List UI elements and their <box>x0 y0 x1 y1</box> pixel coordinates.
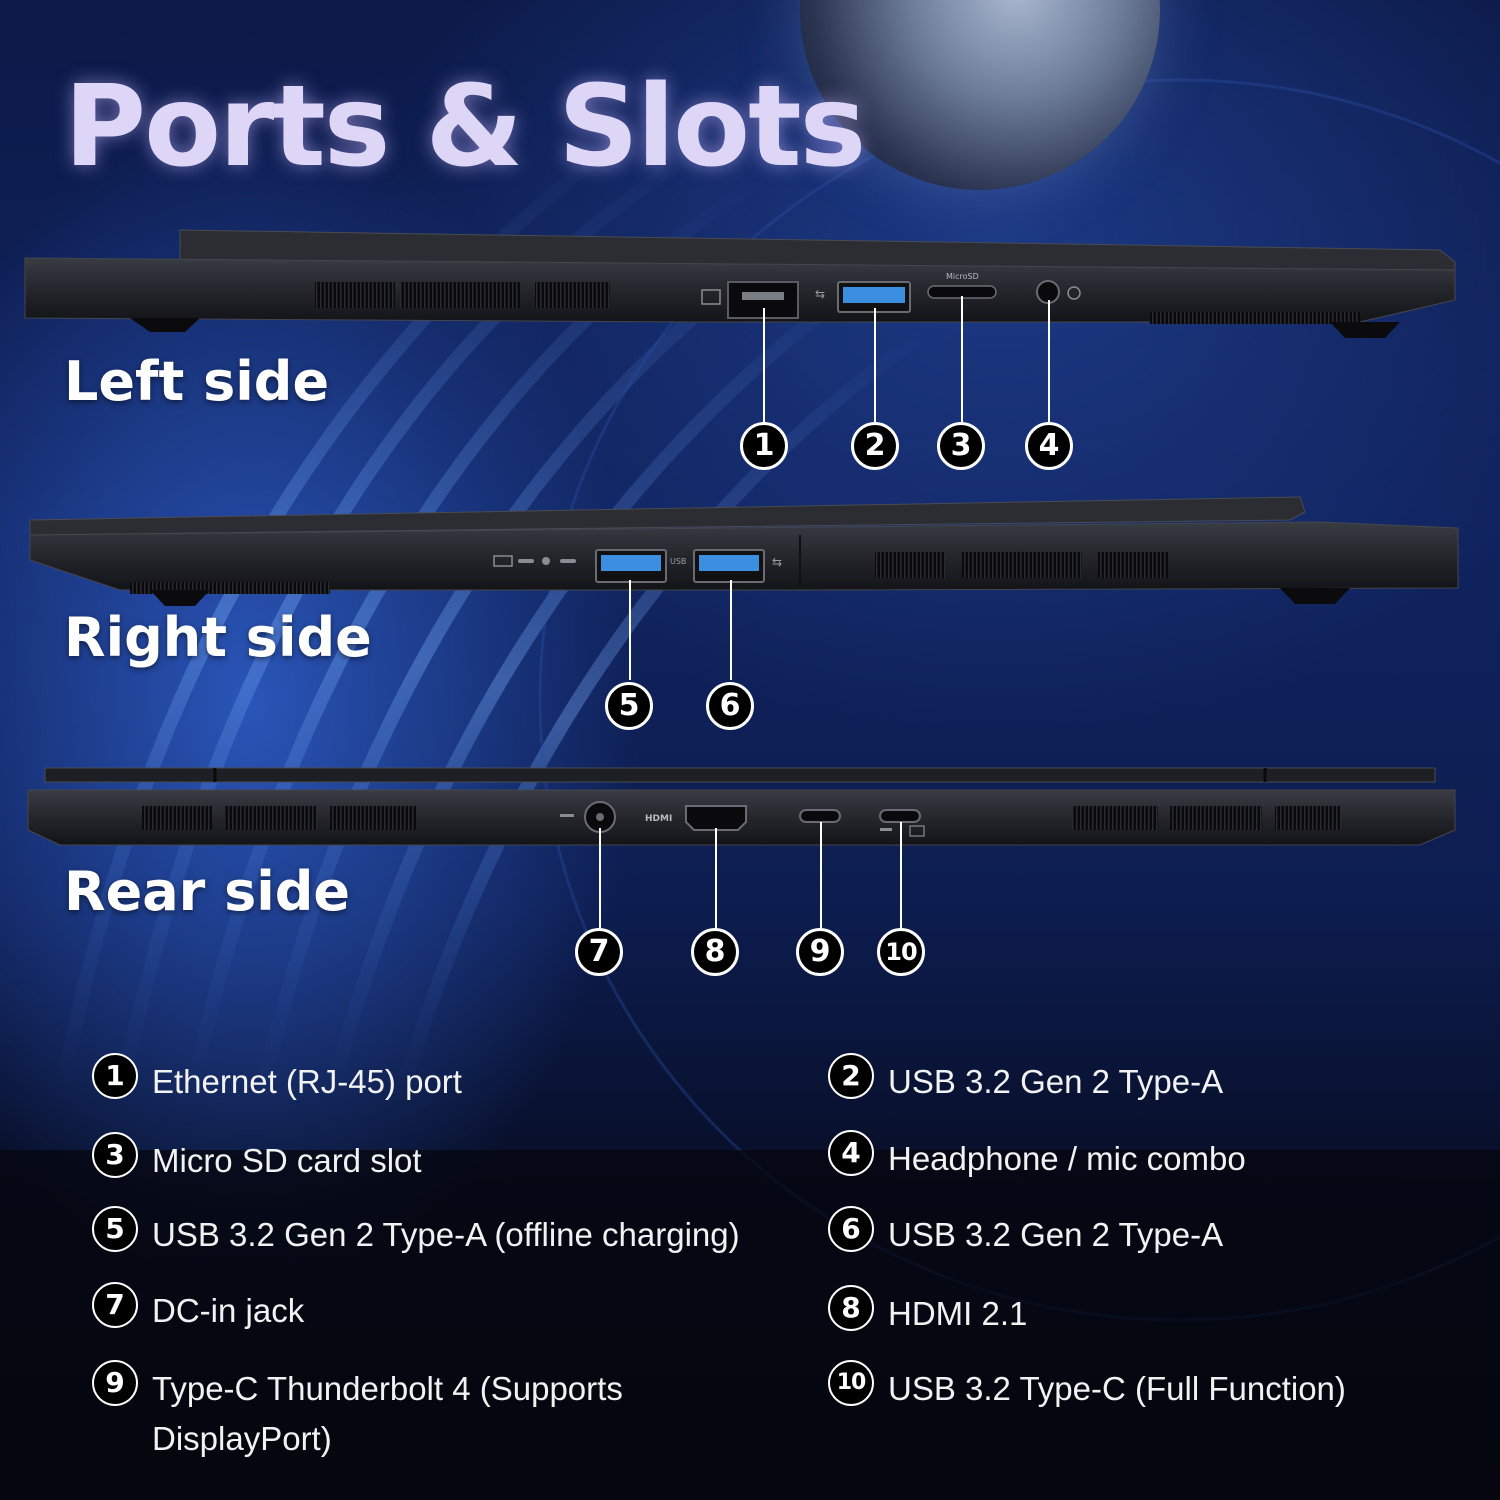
page-title: Ports & Slots <box>64 62 866 192</box>
callout-9: 9 <box>796 928 844 976</box>
legend-number: 10 <box>828 1360 874 1406</box>
callout-1: 1 <box>740 422 788 470</box>
legend-number: 8 <box>828 1285 874 1331</box>
legend-text: USB 3.2 Type-C (Full Function) <box>888 1370 1346 1407</box>
legend-text: Headphone / mic combo <box>888 1140 1246 1177</box>
leader-line-3 <box>961 296 963 422</box>
callout-3: 3 <box>937 422 985 470</box>
legend-item-4: 4 Headphone / mic combo <box>828 1130 1448 1184</box>
callout-5: 5 <box>605 682 653 730</box>
svg-text:⇆: ⇆ <box>815 287 825 301</box>
callout-10: 10 <box>877 928 925 976</box>
leader-line-4 <box>1048 300 1050 422</box>
leader-line-8 <box>715 828 717 928</box>
legend-item-10: 10 USB 3.2 Type-C (Full Function) <box>828 1360 1468 1414</box>
legend-text: USB 3.2 Gen 2 Type-A <box>888 1063 1224 1100</box>
legend-number: 6 <box>828 1206 874 1252</box>
leader-line-5 <box>629 580 631 680</box>
legend-item-6: 6 USB 3.2 Gen 2 Type-A <box>828 1206 1448 1260</box>
legend-text: Micro SD card slot <box>152 1142 422 1179</box>
legend-number: 3 <box>92 1132 138 1178</box>
right-side-view: USB ⇆ <box>29 496 1459 606</box>
legend-number: 1 <box>92 1053 138 1099</box>
svg-text:USB: USB <box>670 557 686 566</box>
leader-line-2 <box>874 308 876 422</box>
legend-number: 4 <box>828 1130 874 1176</box>
legend-text: HDMI 2.1 <box>888 1295 1028 1332</box>
callout-2: 2 <box>851 422 899 470</box>
leader-line-1 <box>763 308 765 422</box>
legend-number: 2 <box>828 1053 874 1099</box>
legend-item-8: 8 HDMI 2.1 <box>828 1285 1448 1339</box>
legend-number: 5 <box>92 1206 138 1252</box>
svg-text:HDMI: HDMI <box>645 814 672 824</box>
leader-line-7 <box>599 828 601 928</box>
rear-side-view: HDMI <box>27 767 1456 846</box>
rear-side-label: Rear side <box>64 860 351 923</box>
leader-line-6 <box>730 580 732 680</box>
legend-item-5: 5 USB 3.2 Gen 2 Type-A (offline charging… <box>92 1206 812 1260</box>
callout-6: 6 <box>706 682 754 730</box>
svg-text:⇆: ⇆ <box>772 555 782 569</box>
callout-7: 7 <box>575 928 623 976</box>
legend-item-3: 3 Micro SD card slot <box>92 1132 792 1186</box>
legend-item-1: 1 Ethernet (RJ-45) port <box>92 1053 792 1107</box>
right-side-label: Right side <box>64 606 372 669</box>
legend-text: Ethernet (RJ-45) port <box>152 1063 462 1100</box>
legend-number: 9 <box>92 1360 138 1406</box>
left-side-view: ⇆ MicroSD <box>24 229 1456 338</box>
legend-text: Type-C Thunderbolt 4 (Supports DisplayPo… <box>152 1370 623 1457</box>
legend-item-9: 9 Type-C Thunderbolt 4 (Supports Display… <box>92 1360 692 1464</box>
leader-line-9 <box>820 822 822 928</box>
legend-text: DC-in jack <box>152 1292 305 1329</box>
left-side-label: Left side <box>64 350 330 413</box>
legend-text: USB 3.2 Gen 2 Type-A <box>888 1216 1224 1253</box>
laptop-diagram: ⇆ MicroSD <box>24 229 1459 846</box>
legend-item-2: 2 USB 3.2 Gen 2 Type-A <box>828 1053 1448 1107</box>
legend-text: USB 3.2 Gen 2 Type-A (offline charging) <box>152 1216 740 1253</box>
svg-text:MicroSD: MicroSD <box>946 272 979 281</box>
callout-8: 8 <box>691 928 739 976</box>
callout-4: 4 <box>1025 422 1073 470</box>
legend-number: 7 <box>92 1282 138 1328</box>
leader-line-10 <box>900 822 902 928</box>
legend-item-7: 7 DC-in jack <box>92 1282 792 1336</box>
